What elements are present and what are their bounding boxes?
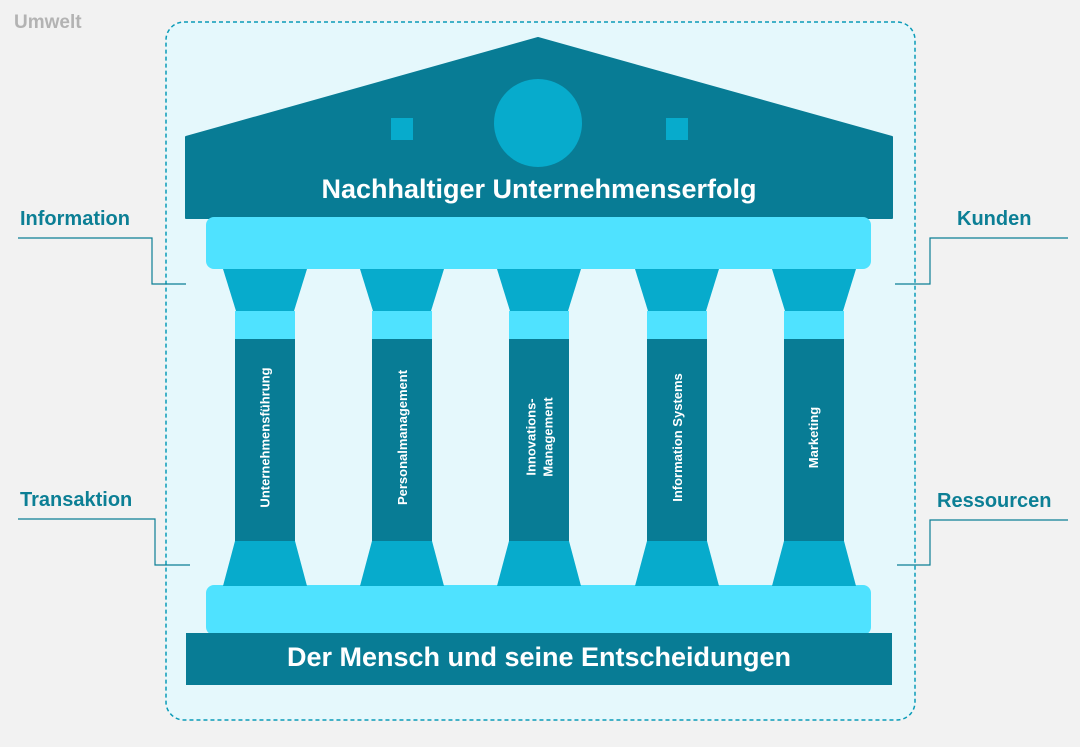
pillar-capital-2 — [360, 269, 444, 311]
pillar-shaft-5 — [784, 339, 844, 542]
pillar-shaft-3 — [509, 339, 569, 542]
pillar-shaft-1 — [235, 339, 295, 542]
side-label-transaktion: Transaktion — [20, 489, 133, 511]
pillar-label-2: Personalmanagement — [395, 369, 411, 505]
pillar-shaft-2 — [372, 339, 432, 542]
side-label-ressourcen: Ressourcen — [937, 490, 1052, 512]
pillars — [223, 269, 856, 586]
roof-circle-ornament — [494, 79, 582, 167]
pillar-shaft-4 — [647, 339, 707, 542]
side-label-kunden: Kunden — [957, 208, 1032, 230]
pillar-neck-3 — [509, 311, 569, 339]
side-label-information: Information — [20, 208, 130, 230]
connector-transaktion — [18, 518, 190, 566]
bottom-beam — [206, 585, 871, 635]
foundation-title: Der Mensch und seine Entscheidungen — [286, 642, 792, 672]
top-beam — [206, 217, 871, 269]
pillar-neck-2 — [372, 311, 432, 339]
pillar-neck-1 — [235, 311, 295, 339]
environment-label: Umwelt — [14, 12, 82, 33]
pillar-label-3: Innovations- Management — [524, 397, 556, 477]
pillar-base-4 — [635, 541, 719, 586]
roof-window-right — [666, 118, 688, 140]
pillar-capital-3 — [497, 269, 581, 311]
pillar-label-5: Marketing — [806, 406, 822, 468]
foundation — [186, 633, 892, 685]
pillar-label-1: Unternehmensführung — [257, 366, 273, 508]
pillar-base-5 — [772, 541, 856, 586]
pillar-base-1 — [223, 541, 307, 586]
pillar-capital-4 — [635, 269, 719, 311]
connector-information — [18, 237, 186, 285]
pillar-neck-5 — [784, 311, 844, 339]
pillar-base-3 — [497, 541, 581, 586]
roof-title: Nachhaltiger Unternehmenserfolg — [321, 174, 757, 204]
connector-ressourcen — [897, 519, 1068, 566]
pillar-capital-1 — [223, 269, 307, 311]
pillar-capital-5 — [772, 269, 856, 311]
connector-kunden — [895, 237, 1068, 285]
pillar-label-4: Information Systems — [669, 372, 685, 502]
pillar-base-2 — [360, 541, 444, 586]
pillar-neck-4 — [647, 311, 707, 339]
roof-window-left — [391, 118, 413, 140]
